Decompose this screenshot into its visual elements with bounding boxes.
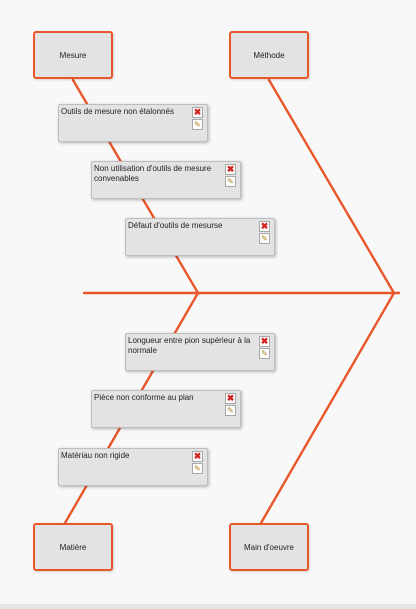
- category-label: Méthode: [253, 50, 285, 60]
- cause-text: Défaut d'outils de mesurse: [128, 221, 223, 230]
- delete-icon[interactable]: ✖: [192, 451, 203, 462]
- category-matiere[interactable]: Matière: [33, 523, 113, 571]
- category-label: Mesure: [59, 50, 87, 60]
- category-label: Matière: [59, 542, 87, 552]
- category-methode[interactable]: Méthode: [229, 31, 309, 79]
- cause-card[interactable]: Défaut d'outils de mesurse ✖ ✎: [125, 218, 275, 256]
- cause-card[interactable]: Pièce non conforme au plan ✖ ✎: [91, 390, 241, 428]
- cause-text: Matériau non rigide: [61, 451, 130, 460]
- edit-icon[interactable]: ✎: [259, 233, 270, 244]
- bone-methode: [267, 78, 396, 295]
- delete-icon[interactable]: ✖: [259, 221, 270, 232]
- category-main-oeuvre[interactable]: Main d'oeuvre: [229, 523, 309, 571]
- cause-card[interactable]: Outils de mesure non étalonnés ✖ ✎: [58, 104, 208, 142]
- edit-icon[interactable]: ✎: [192, 463, 203, 474]
- cause-text: Pièce non conforme au plan: [94, 393, 194, 402]
- edit-icon[interactable]: ✎: [225, 405, 236, 416]
- edit-icon[interactable]: ✎: [225, 176, 236, 187]
- delete-icon[interactable]: ✖: [259, 336, 270, 347]
- cause-text: Longueur entre pion supérieur à la norma…: [128, 336, 251, 355]
- category-mesure[interactable]: Mesure: [33, 31, 113, 79]
- delete-icon[interactable]: ✖: [192, 107, 203, 118]
- cause-card[interactable]: Matériau non rigide ✖ ✎: [58, 448, 208, 486]
- cause-card[interactable]: Longueur entre pion supérieur à la norma…: [125, 333, 275, 371]
- cause-card[interactable]: Non utilisation d'outils de mesure conve…: [91, 161, 241, 199]
- delete-icon[interactable]: ✖: [225, 393, 236, 404]
- bone-main-oeuvre: [259, 291, 396, 525]
- edit-icon[interactable]: ✎: [259, 348, 270, 359]
- horizontal-scrollbar[interactable]: [0, 604, 416, 609]
- cause-text: Outils de mesure non étalonnés: [61, 107, 174, 116]
- category-label: Main d'oeuvre: [244, 542, 294, 552]
- edit-icon[interactable]: ✎: [192, 119, 203, 130]
- cause-text: Non utilisation d'outils de mesure conve…: [94, 164, 212, 183]
- delete-icon[interactable]: ✖: [225, 164, 236, 175]
